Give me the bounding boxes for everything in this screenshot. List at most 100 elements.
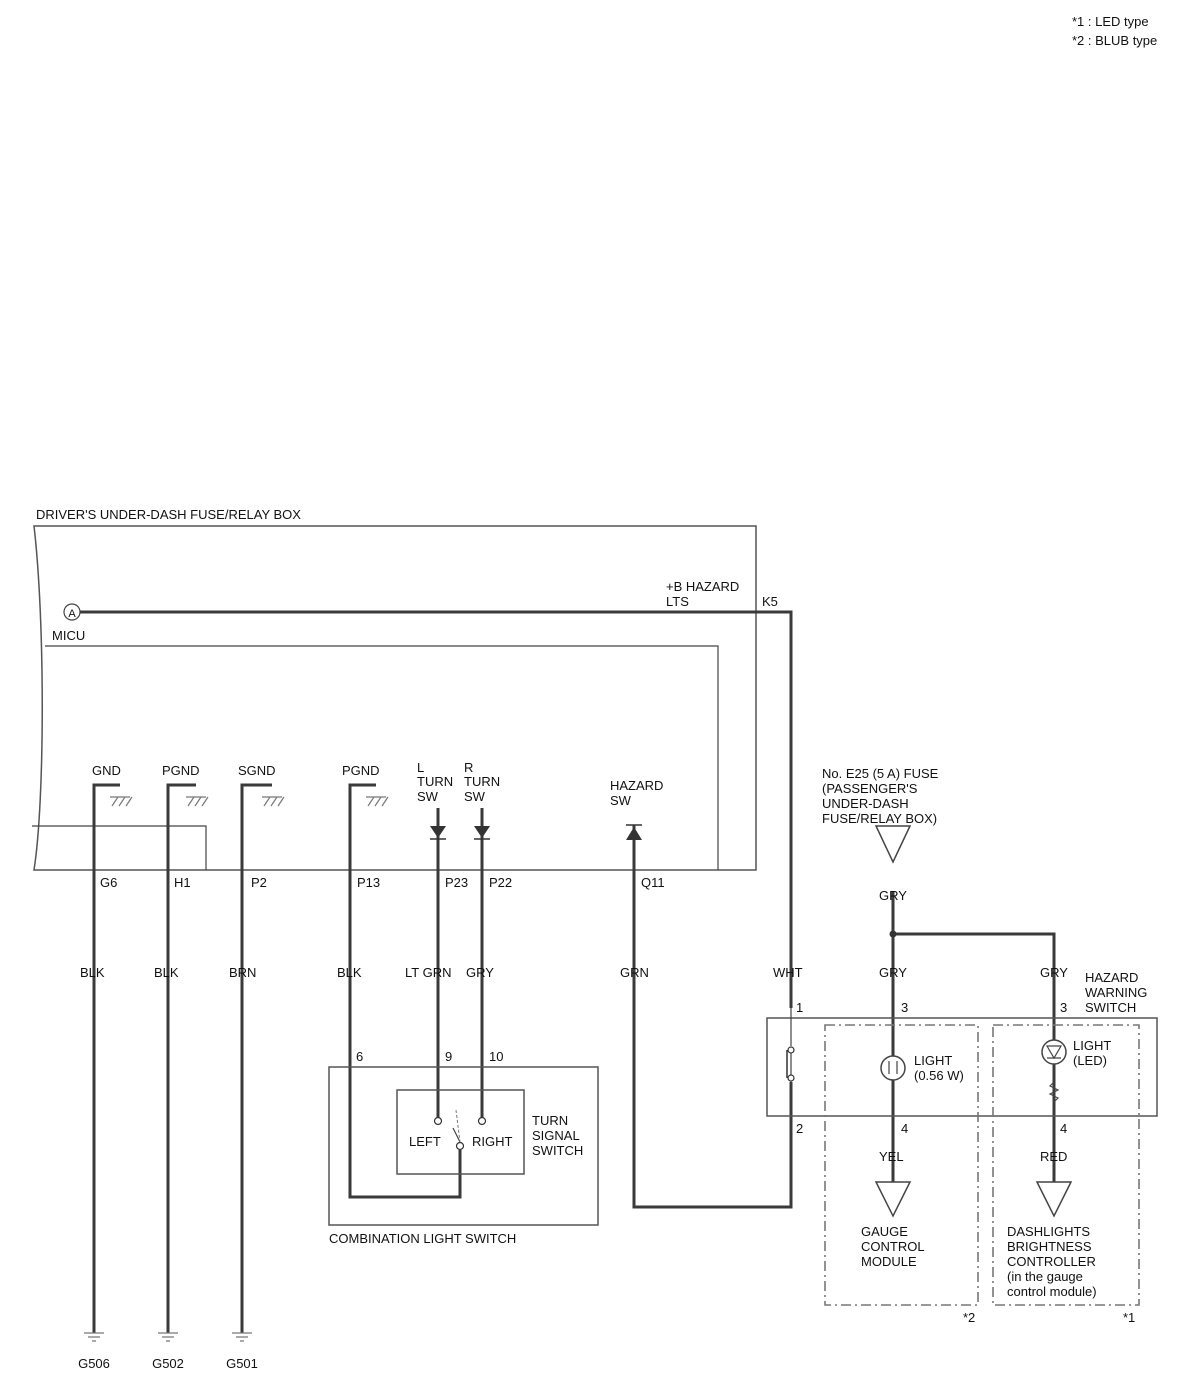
gauge-module-label-2: CONTROL (861, 1239, 925, 1254)
turn-signal-left: LEFT (409, 1134, 441, 1149)
wire-color-led-in: GRY (1040, 965, 1068, 980)
gnd-label: GND (92, 763, 121, 778)
note-led-type: *1 : LED type (1072, 14, 1149, 29)
light-bulb-label-2: (0.56 W) (914, 1068, 964, 1083)
connector-a-label: A (68, 608, 76, 620)
dash-controller-label-4: (in the gauge (1007, 1269, 1083, 1284)
fuse-relay-box-title: DRIVER'S UNDER-DASH FUSE/RELAY BOX (36, 507, 301, 522)
r-turn-diode (474, 826, 490, 838)
pin-g6: G6 (100, 875, 117, 890)
ground-g501: G501 (226, 1356, 258, 1371)
wire-color-h1: BLK (154, 965, 179, 980)
led-icon (1041, 1039, 1067, 1065)
wire-color-k5: WHT (773, 965, 803, 980)
pin-p13: P13 (357, 875, 380, 890)
fuse-label-4: FUSE/RELAY BOX) (822, 811, 937, 826)
hazard-switch-title-1: HAZARD (1085, 970, 1138, 985)
pin-p23: P23 (445, 875, 468, 890)
r-turn-sw-label-3: SW (464, 789, 486, 804)
wire-color-p2: BRN (229, 965, 256, 980)
light-led-label-2: (LED) (1073, 1053, 1107, 1068)
note-bulb-type: *2 : BLUB type (1072, 33, 1157, 48)
l-turn-sw-label-2: TURN (417, 774, 453, 789)
hazard-switch-title-3: SWITCH (1085, 1000, 1136, 1015)
wire-color-g6: BLK (80, 965, 105, 980)
bulb-type-mark: *2 (963, 1310, 975, 1325)
wire-color-p22: GRY (466, 965, 494, 980)
wire-color-gauge: YEL (879, 1149, 904, 1164)
hazard-switch-title-2: WARNING (1085, 985, 1147, 1000)
pin-p2: P2 (251, 875, 267, 890)
gauge-module-label-3: MODULE (861, 1254, 917, 1269)
wire-color-dash: RED (1040, 1149, 1067, 1164)
hazard-switch-contact-top (787, 1046, 795, 1054)
fuse-arrow-icon (874, 825, 912, 864)
wire-color-labels: BLK BLK BRN BLK LT GRN GRY GRN WHT GRY G… (80, 888, 1068, 1164)
r-turn-sw-label-1: R (464, 760, 473, 775)
ground-points: G506 G502 G501 (78, 1332, 258, 1371)
hazard-warning-switch: HAZARD WARNING SWITCH 1 2 3 4 3 4 LIGHT … (766, 970, 1158, 1325)
hazard-pin-3-led: 3 (1060, 1000, 1067, 1015)
wire-color-p13: BLK (337, 965, 362, 980)
micu-label: MICU (52, 628, 85, 643)
dash-controller-label-2: BRIGHTNESS (1007, 1239, 1092, 1254)
hazard-pin-2: 2 (796, 1121, 803, 1136)
wire-color-light-in: GRY (879, 965, 907, 980)
gauge-arrow-icon (874, 1181, 912, 1218)
fuse-relay-box: DRIVER'S UNDER-DASH FUSE/RELAY BOX A MIC… (32, 507, 778, 890)
turn-signal-label-3: SWITCH (532, 1143, 583, 1158)
sgnd-label: SGND (238, 763, 276, 778)
resistor-icon (1048, 1081, 1060, 1103)
light-bulb-label-1: LIGHT (914, 1053, 952, 1068)
combination-pin-10: 10 (489, 1049, 503, 1064)
dash-arrow-icon (1035, 1181, 1073, 1218)
hazard-pin-3-bulb: 3 (901, 1000, 908, 1015)
combination-switch-title: COMBINATION LIGHT SWITCH (329, 1231, 516, 1246)
combination-pin-9: 9 (445, 1049, 452, 1064)
turn-signal-label-1: TURN (532, 1113, 568, 1128)
hazard-switch-contact-bottom (787, 1074, 795, 1082)
l-turn-sw-label-1: L (417, 760, 424, 775)
dash-controller-label-1: DASHLIGHTS (1007, 1224, 1090, 1239)
wire-junction (889, 930, 897, 938)
wire-color-q11: GRN (620, 965, 649, 980)
hazard-pin-4-bulb: 4 (901, 1121, 908, 1136)
l-turn-diode (430, 826, 446, 838)
combination-light-switch: COMBINATION LIGHT SWITCH 6 9 10 LEFT RIG… (328, 1049, 599, 1246)
led-type-mark: *1 (1123, 1310, 1135, 1325)
l-turn-sw-label-3: SW (417, 789, 439, 804)
pin-p22: P22 (489, 875, 512, 890)
dash-controller-label-5: control module) (1007, 1284, 1097, 1299)
light-led-label-1: LIGHT (1073, 1038, 1111, 1053)
diodes (430, 824, 642, 840)
hazard-diode (626, 827, 642, 840)
fuse-label-2: (PASSENGER'S (822, 781, 918, 796)
hazard-sw-label-1: HAZARD (610, 778, 663, 793)
hazard-pin-4-led: 4 (1060, 1121, 1067, 1136)
pgnd-label-1: PGND (162, 763, 200, 778)
hazard-supply-label-2: LTS (666, 594, 689, 609)
combination-pin-6: 6 (356, 1049, 363, 1064)
hazard-supply-label-1: +B HAZARD (666, 579, 739, 594)
pgnd-label-2: PGND (342, 763, 380, 778)
pin-h1: H1 (174, 875, 191, 890)
fuse-label-3: UNDER-DASH (822, 796, 909, 811)
k5-label: K5 (762, 594, 778, 609)
outputs: GAUGE CONTROL MODULE DASHLIGHTS BRIGHTNE… (861, 1181, 1097, 1299)
wires (80, 610, 1056, 1333)
internal-ground-symbols (110, 796, 389, 807)
pin-q11: Q11 (641, 875, 665, 890)
gauge-module-label-1: GAUGE (861, 1224, 908, 1239)
bulb-icon (880, 1055, 906, 1081)
ground-g502: G502 (152, 1356, 184, 1371)
dash-controller-label-3: CONTROLLER (1007, 1254, 1096, 1269)
ground-g506: G506 (78, 1356, 110, 1371)
r-turn-sw-label-2: TURN (464, 774, 500, 789)
turn-signal-label-2: SIGNAL (532, 1128, 580, 1143)
hazard-pin-1: 1 (796, 1000, 803, 1015)
turn-signal-right: RIGHT (472, 1134, 513, 1149)
fuse-e25: No. E25 (5 A) FUSE (PASSENGER'S UNDER-DA… (822, 766, 939, 864)
wire-color-p23: LT GRN (405, 965, 451, 980)
fuse-label-1: No. E25 (5 A) FUSE (822, 766, 939, 781)
